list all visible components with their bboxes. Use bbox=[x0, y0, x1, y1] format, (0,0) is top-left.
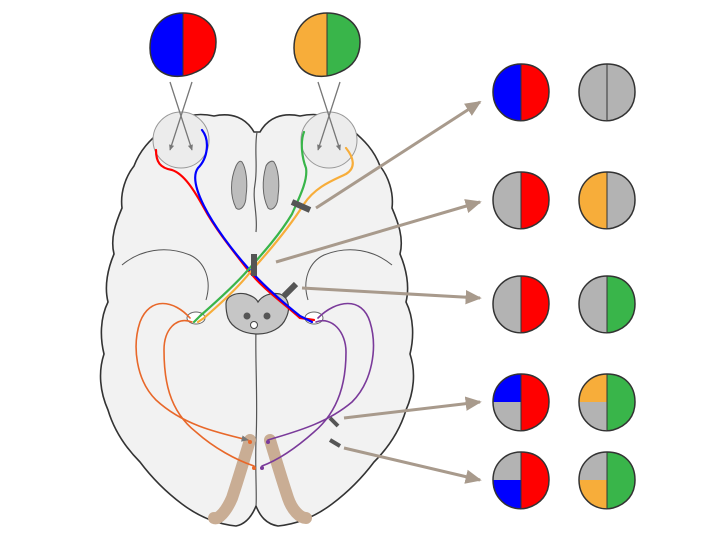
temporal-boundary-left bbox=[121, 249, 209, 301]
light-rays bbox=[169, 81, 341, 151]
arrow-optic-nerve bbox=[315, 100, 482, 210]
radiation-right-meyer bbox=[267, 302, 375, 441]
field-outline bbox=[578, 275, 636, 334]
defect-field-meyer-loop-right-eye bbox=[579, 374, 635, 431]
pathway-right-orange bbox=[196, 146, 354, 324]
lesion-parietal bbox=[328, 438, 342, 448]
field-outline bbox=[578, 171, 636, 230]
field-outline bbox=[492, 373, 550, 432]
cerebral-aqueduct bbox=[250, 321, 258, 329]
midbrain bbox=[225, 292, 290, 335]
lesion-optic-tract bbox=[281, 281, 299, 299]
lesion-markers bbox=[251, 199, 342, 448]
defect-field-optic-nerve-right-eye bbox=[579, 64, 635, 121]
visual-cortex-left bbox=[208, 434, 256, 525]
arrow-meyer-loop bbox=[343, 396, 482, 420]
cerebral-peduncle-left bbox=[243, 312, 251, 320]
visual-pathways bbox=[135, 128, 375, 470]
field-outline bbox=[492, 275, 550, 334]
visual-field-left-eye bbox=[150, 13, 216, 77]
pathway-left-blue bbox=[194, 128, 314, 324]
field-left-temporal bbox=[150, 13, 183, 77]
defect-field-optic-chiasm-left-eye bbox=[493, 172, 549, 229]
temporal-boundary-right bbox=[305, 249, 393, 301]
radiation-left-meyer bbox=[135, 302, 249, 442]
field-outline bbox=[492, 63, 550, 122]
lesion-meyer-loop bbox=[328, 416, 340, 428]
cerebral-peduncle-right bbox=[263, 312, 271, 320]
arrow-optic-tract bbox=[301, 286, 482, 305]
visual-field-defects bbox=[492, 63, 636, 510]
lesion-optic-nerve bbox=[290, 199, 312, 213]
ventricle-right bbox=[262, 160, 280, 210]
pathway-right-green bbox=[192, 130, 308, 324]
field-right-nasal bbox=[294, 13, 327, 77]
retina-left bbox=[152, 111, 210, 169]
field-outline bbox=[492, 171, 550, 230]
arrow-parietal bbox=[343, 446, 482, 484]
defect-field-optic-chiasm-right-eye bbox=[579, 172, 635, 229]
radiation-left-parietal bbox=[163, 319, 255, 467]
field-outline bbox=[578, 63, 636, 122]
field-outline bbox=[578, 451, 636, 510]
field-outline bbox=[492, 451, 550, 510]
ventricle-left bbox=[231, 160, 248, 210]
arrow-optic-chiasm bbox=[275, 199, 482, 264]
interhemispheric-fissure bbox=[253, 131, 258, 507]
arrows bbox=[275, 100, 482, 484]
radiation-right-parietal bbox=[261, 319, 347, 467]
retina-right bbox=[300, 111, 358, 169]
visual-field-right-eye bbox=[294, 13, 360, 77]
visual-cortex-right bbox=[264, 434, 312, 524]
field-outline bbox=[578, 373, 636, 432]
